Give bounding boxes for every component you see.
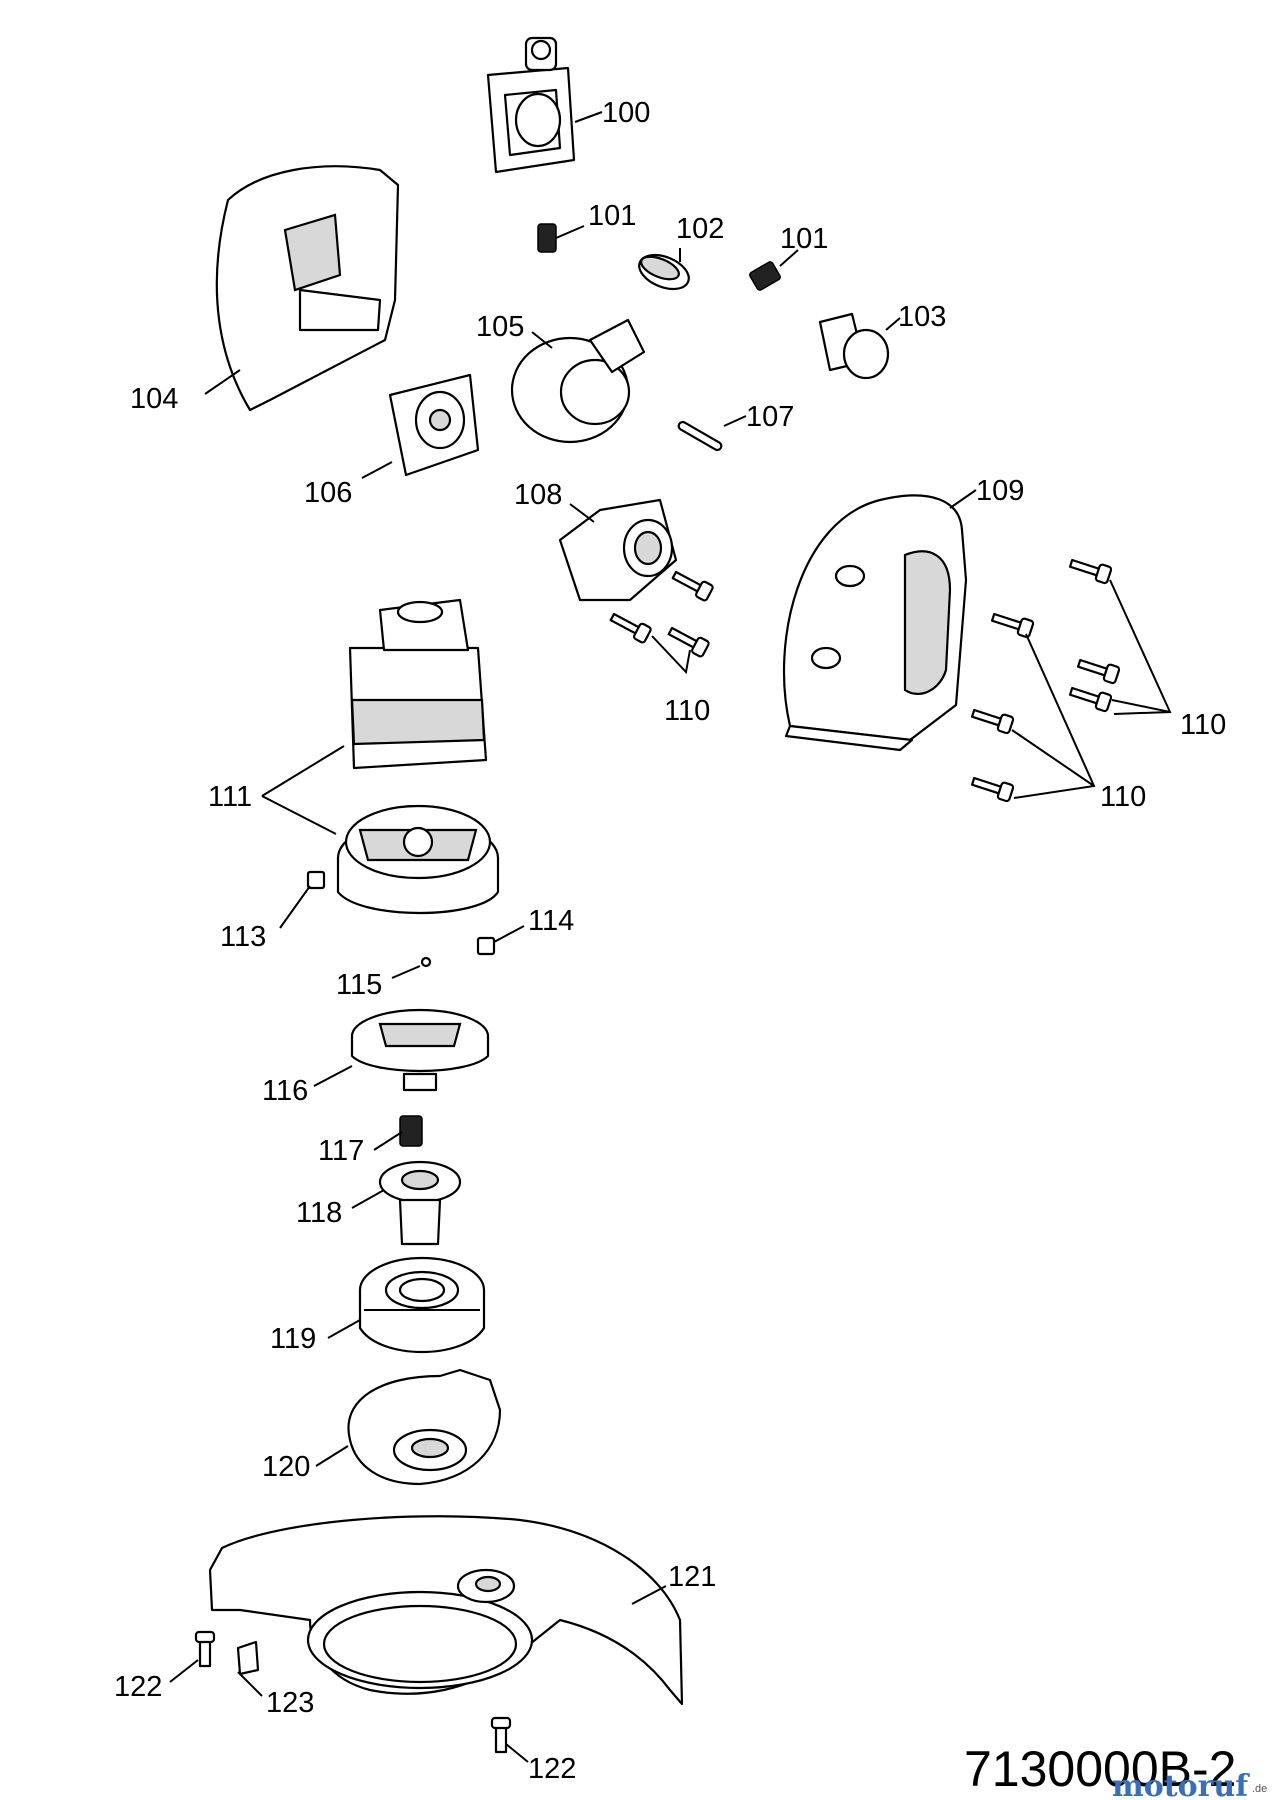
- leader-113: [279, 885, 311, 929]
- leader-118: [351, 1189, 385, 1209]
- callout-120: 120: [262, 1451, 310, 1483]
- callout-114: 114: [528, 905, 574, 937]
- leader-109: [949, 489, 977, 509]
- part-111-motor: [348, 598, 488, 770]
- callout-101a: 101: [588, 200, 636, 232]
- callout-113: 113: [220, 921, 266, 953]
- part-114-clip: [476, 936, 496, 956]
- part-103-button: [818, 312, 890, 380]
- part-105-collar: [510, 318, 646, 444]
- watermark-logo: motoruf: [1112, 1769, 1250, 1800]
- callout-103: 103: [898, 301, 946, 333]
- leader-110c: [1013, 633, 1096, 799]
- callout-122b: 122: [528, 1753, 576, 1785]
- part-123-label: [236, 1640, 260, 1676]
- callout-110c: 110: [1100, 781, 1146, 813]
- callout-110b: 110: [1180, 709, 1226, 741]
- leader-110a: [651, 635, 691, 675]
- leader-122a: [169, 1659, 199, 1683]
- leader-108: [569, 503, 595, 523]
- callout-105: 105: [476, 311, 524, 343]
- leader-101a: [555, 225, 585, 239]
- leader-120: [315, 1445, 349, 1467]
- callout-108: 108: [514, 479, 562, 511]
- callout-100: 100: [602, 97, 650, 129]
- part-122-screw-b: [490, 1716, 512, 1754]
- part-121-guard: [208, 1515, 684, 1706]
- callout-115: 115: [336, 969, 382, 1001]
- leader-106: [361, 461, 393, 479]
- callout-104: 104: [130, 383, 178, 415]
- callout-122a: 122: [114, 1671, 162, 1703]
- document-number: 7130000B-2: [964, 1741, 1236, 1797]
- leader-111a: [261, 745, 345, 797]
- leader-104: [204, 369, 241, 395]
- leader-114: [493, 925, 525, 943]
- part-101-spring-b: [749, 261, 781, 291]
- leader-119: [327, 1319, 361, 1339]
- part-101-spring-a: [537, 223, 557, 253]
- part-122-screw-a: [194, 1630, 216, 1668]
- leader-115: [391, 965, 421, 979]
- callout-117: 117: [318, 1135, 364, 1167]
- callout-101b: 101: [780, 223, 828, 255]
- part-106-motor-mount: [388, 373, 480, 477]
- callout-110a: 110: [664, 695, 710, 727]
- part-107-pin: [677, 420, 723, 452]
- leader-100: [574, 111, 603, 123]
- callout-116: 116: [262, 1075, 308, 1107]
- callout-106: 106: [304, 477, 352, 509]
- part-110-screws-left: [609, 570, 714, 658]
- leader-101b: [779, 249, 799, 267]
- leader-103: [885, 317, 901, 331]
- callout-102: 102: [676, 213, 724, 245]
- leader-122b: [505, 1743, 529, 1763]
- leader-116: [313, 1065, 353, 1087]
- part-118-spool-core: [378, 1160, 462, 1246]
- callout-118: 118: [296, 1197, 342, 1229]
- callout-121: 121: [668, 1561, 716, 1593]
- part-116-spool-holder: [350, 1008, 490, 1092]
- part-120-spool-cap: [347, 1368, 502, 1486]
- callout-111: 111: [208, 781, 252, 813]
- leader-107: [723, 415, 747, 427]
- part-119-spool: [358, 1256, 486, 1353]
- part-102-cap: [638, 253, 690, 291]
- callout-119: 119: [270, 1323, 316, 1355]
- leader-121: [631, 1585, 667, 1605]
- leader-110b: [1109, 579, 1172, 715]
- part-113-clip: [306, 870, 326, 890]
- part-111-fan: [336, 804, 500, 915]
- part-117-spring: [399, 1115, 423, 1147]
- callout-107: 107: [746, 401, 794, 433]
- leader-117: [373, 1131, 403, 1151]
- watermark-suffix: .de: [1252, 1783, 1267, 1795]
- part-110-screws-right: [970, 558, 1121, 803]
- leader-123: [237, 1671, 263, 1697]
- leader-111b: [261, 795, 337, 835]
- part-108-joint: [558, 498, 678, 602]
- leader-105: [531, 331, 553, 349]
- leader-110c2: [1011, 729, 1095, 787]
- part-115-ball: [420, 956, 432, 968]
- leader-110b2: [1111, 699, 1171, 713]
- callout-123: 123: [266, 1687, 314, 1719]
- callout-109: 109: [976, 475, 1024, 507]
- part-109-motor-cover: [782, 494, 968, 752]
- part-100-bracket: [486, 36, 576, 174]
- part-104-housing-half: [215, 165, 400, 412]
